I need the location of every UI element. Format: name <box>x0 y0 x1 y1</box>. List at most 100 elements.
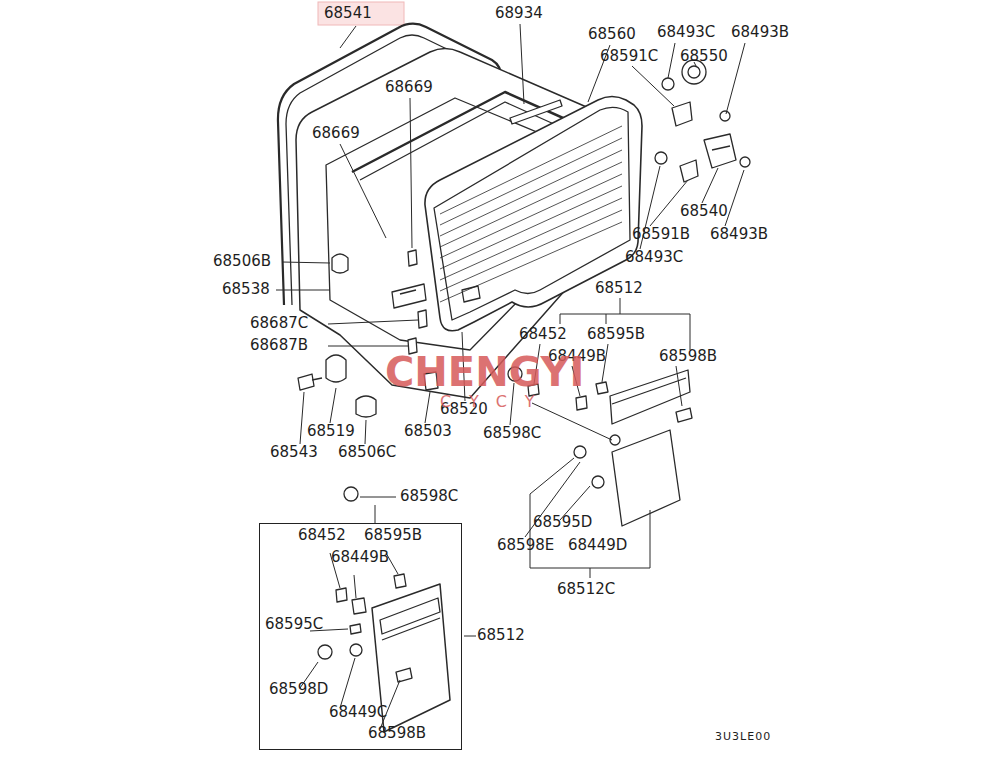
weatherstrip-clip <box>408 250 417 266</box>
clip-68595d <box>574 446 586 458</box>
bolt <box>740 157 750 167</box>
clip-68449b <box>576 396 587 410</box>
clip-68598c <box>344 487 358 501</box>
highlight-box <box>318 2 404 25</box>
callout-number: 68512 <box>477 628 525 643</box>
callout-number: 68493C <box>625 250 683 265</box>
leader-line <box>340 26 356 48</box>
leader-line <box>726 43 745 114</box>
glass-mark <box>462 286 480 302</box>
defroster-line <box>440 174 622 258</box>
leader-line <box>530 458 574 494</box>
callout-number: 68512 <box>595 281 643 296</box>
defroster-line <box>440 126 622 214</box>
callout-number: 68506B <box>213 254 271 269</box>
callout-number: 68687C <box>250 316 308 331</box>
callout-number: 68449D <box>568 538 627 553</box>
leader-line <box>340 658 355 708</box>
rear-glass <box>425 97 642 331</box>
leader-line <box>354 575 356 598</box>
clip-68449d <box>592 476 604 488</box>
callout-number: 68595B <box>587 327 645 342</box>
hinge-detail <box>712 146 730 150</box>
leader-line <box>668 43 675 78</box>
trim-tab <box>676 408 692 422</box>
leader-line <box>560 314 561 324</box>
callout-number: 68493B <box>710 227 768 242</box>
callout-number: 68598B <box>368 726 426 741</box>
callout-number: 68550 <box>680 49 728 64</box>
leader-line <box>590 568 591 578</box>
callout-number: 68598B <box>659 349 717 364</box>
watermark: CHENGYI <box>385 352 584 392</box>
trim-detail <box>612 378 686 404</box>
callout-number: 68543 <box>270 445 318 460</box>
leader-line <box>464 636 476 637</box>
leader-line <box>690 314 691 350</box>
leader-line <box>365 420 366 444</box>
bumper-68519 <box>326 355 346 382</box>
bolt-68543 <box>298 374 322 390</box>
screw-68452 <box>336 588 347 602</box>
leader-line <box>328 346 408 347</box>
callout-number: 68591C <box>600 49 658 64</box>
leader-line <box>725 170 744 226</box>
leader-line <box>330 388 336 423</box>
knob-inner <box>688 66 700 78</box>
callout-number: 68493B <box>731 25 789 40</box>
callout-number: 68669 <box>312 126 360 141</box>
leader-line <box>300 392 304 444</box>
bolt <box>655 152 667 164</box>
leader-line <box>425 392 430 423</box>
leader-line <box>560 314 690 315</box>
callout-number: 68669 <box>385 80 433 95</box>
callout-number: 68934 <box>495 6 543 21</box>
callout-number: 68503 <box>404 424 452 439</box>
hinge-68540 <box>704 134 736 168</box>
callout-number: 68560 <box>588 27 636 42</box>
bracket-68591b <box>680 160 698 182</box>
callout-number: 68598D <box>269 682 328 697</box>
stopper <box>418 310 427 328</box>
defroster-line <box>440 222 622 302</box>
door-handle <box>392 284 426 308</box>
leader-line <box>410 98 412 248</box>
leader-line <box>702 168 718 203</box>
callout-number: 68591B <box>632 227 690 242</box>
callout-number: 68449C <box>329 705 387 720</box>
screw-68595b <box>394 574 406 588</box>
figure-code: 3U3LE00 <box>715 731 771 742</box>
leader-line <box>328 320 418 324</box>
clip-68449c <box>350 644 362 656</box>
callout-number: 68595D <box>533 515 592 530</box>
defroster-line <box>440 150 622 236</box>
callout-number: 68595C <box>265 617 323 632</box>
bolt <box>662 78 674 90</box>
callout-number: 68598C <box>400 489 458 504</box>
leader-line <box>340 144 386 238</box>
leader-line <box>650 180 688 226</box>
leader-line <box>375 505 376 523</box>
callout-number: 68449B <box>331 550 389 565</box>
callout-number: 68452 <box>298 528 346 543</box>
bumper-68506b <box>332 254 348 273</box>
defroster-line <box>440 186 622 269</box>
callout-number: 68538 <box>222 282 270 297</box>
leader-line <box>650 510 651 568</box>
leader-line <box>520 24 524 104</box>
plate-68512c <box>612 430 680 526</box>
clip-68595c <box>350 624 361 634</box>
clip-68598d <box>318 645 332 659</box>
leader-line <box>276 290 330 291</box>
callout-number: 68506C <box>338 445 396 460</box>
defroster-line <box>440 210 622 291</box>
handle-detail <box>400 290 416 294</box>
callout-number: 68595B <box>364 528 422 543</box>
callout-number: 68512C <box>557 582 615 597</box>
bracket-68591c <box>672 102 692 126</box>
leader-line <box>632 66 674 106</box>
panel-grille <box>380 598 440 640</box>
bolt <box>720 111 730 121</box>
watermark: CYCY <box>440 394 552 410</box>
